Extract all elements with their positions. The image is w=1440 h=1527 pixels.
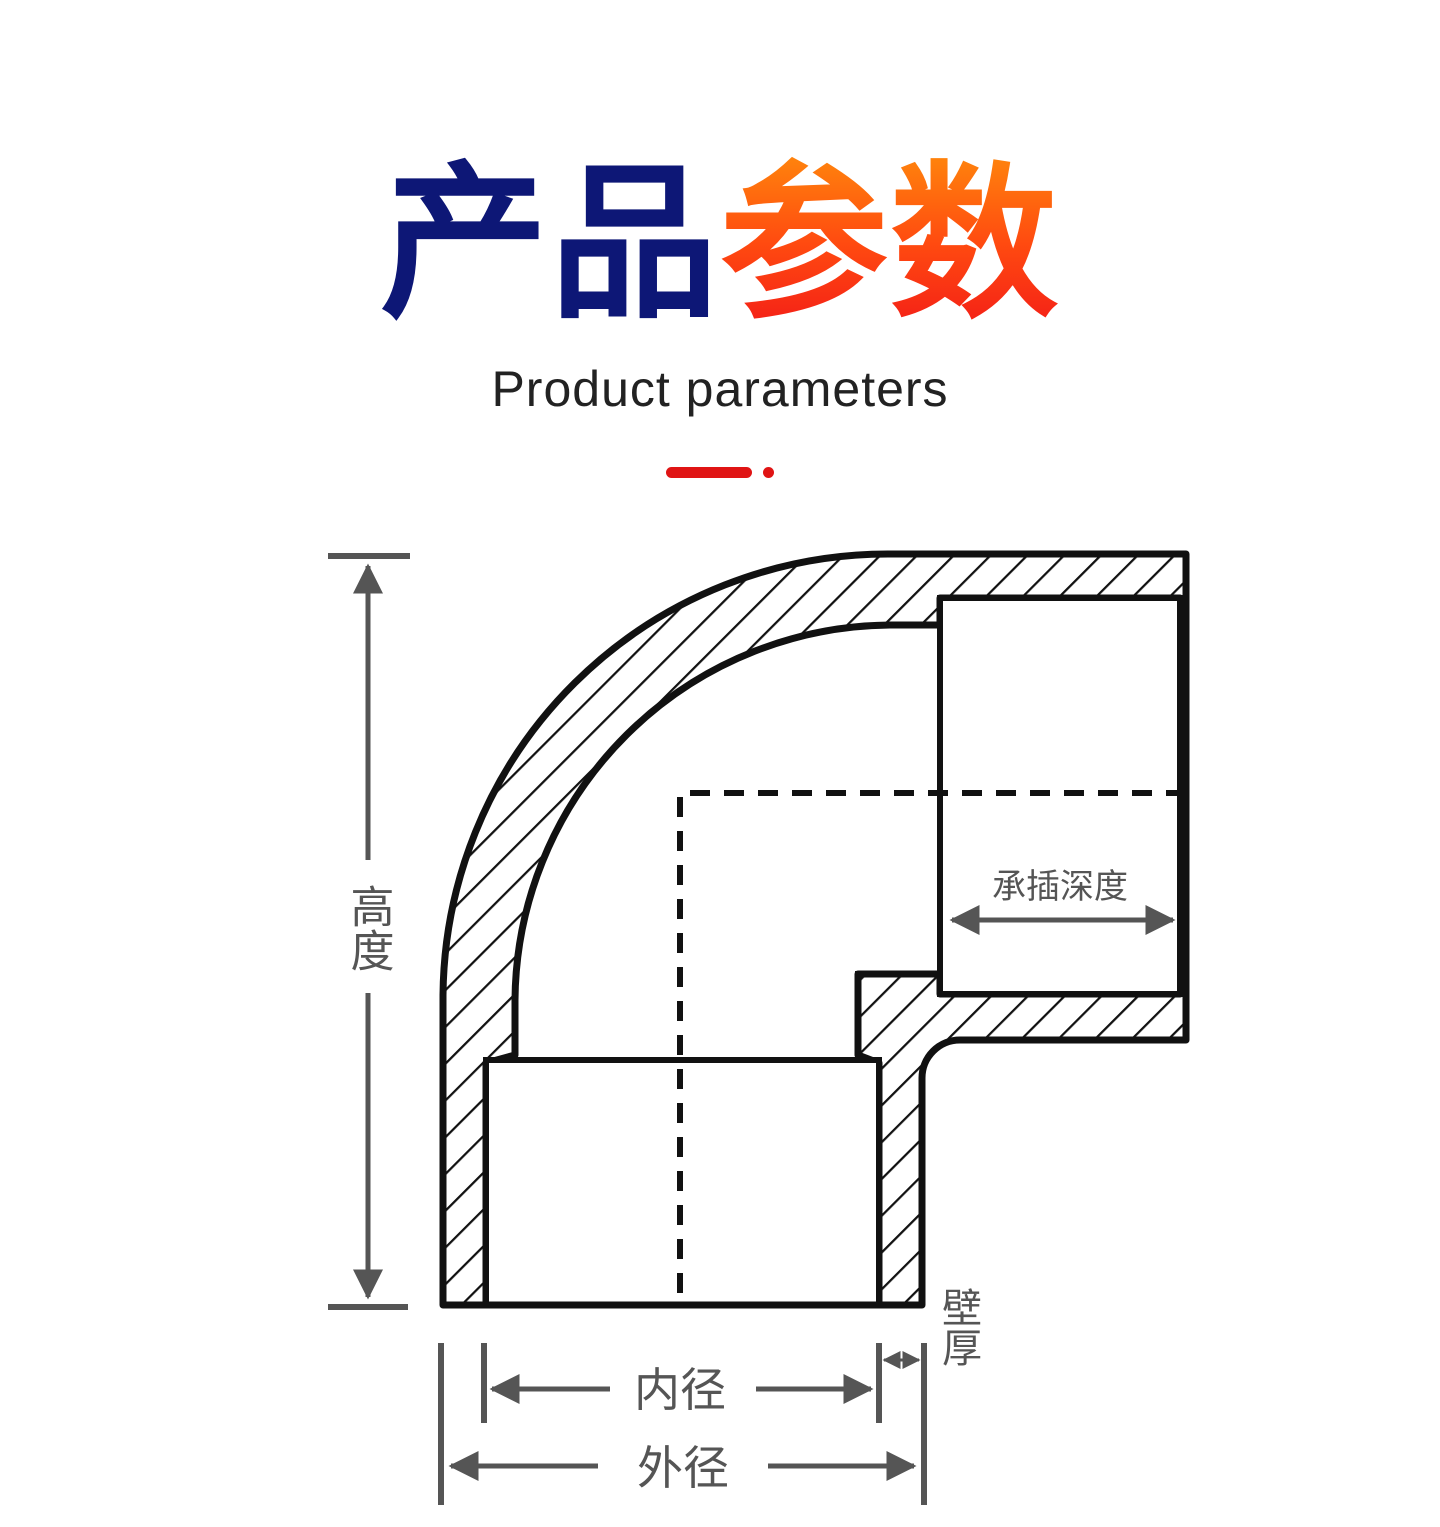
inner-diameter-label: 内径	[634, 1363, 726, 1417]
page-title-part2: 参数	[720, 146, 1060, 342]
outer-diameter-label: 外径	[637, 1441, 729, 1495]
wall-thickness-label: 壁厚	[935, 1287, 981, 1367]
page-subtitle: Product parameters	[491, 361, 949, 417]
center-line	[677, 790, 1180, 1293]
page-title-part1: 产品	[380, 146, 720, 342]
page-title: 产品参数	[0, 160, 1440, 328]
height-label: 高度	[343, 884, 394, 972]
socket-depth-label: 承插深度	[992, 867, 1128, 907]
title-accent-dot	[763, 467, 774, 478]
title-accent-bar	[666, 467, 752, 478]
inner-step-line	[855, 971, 940, 1055]
